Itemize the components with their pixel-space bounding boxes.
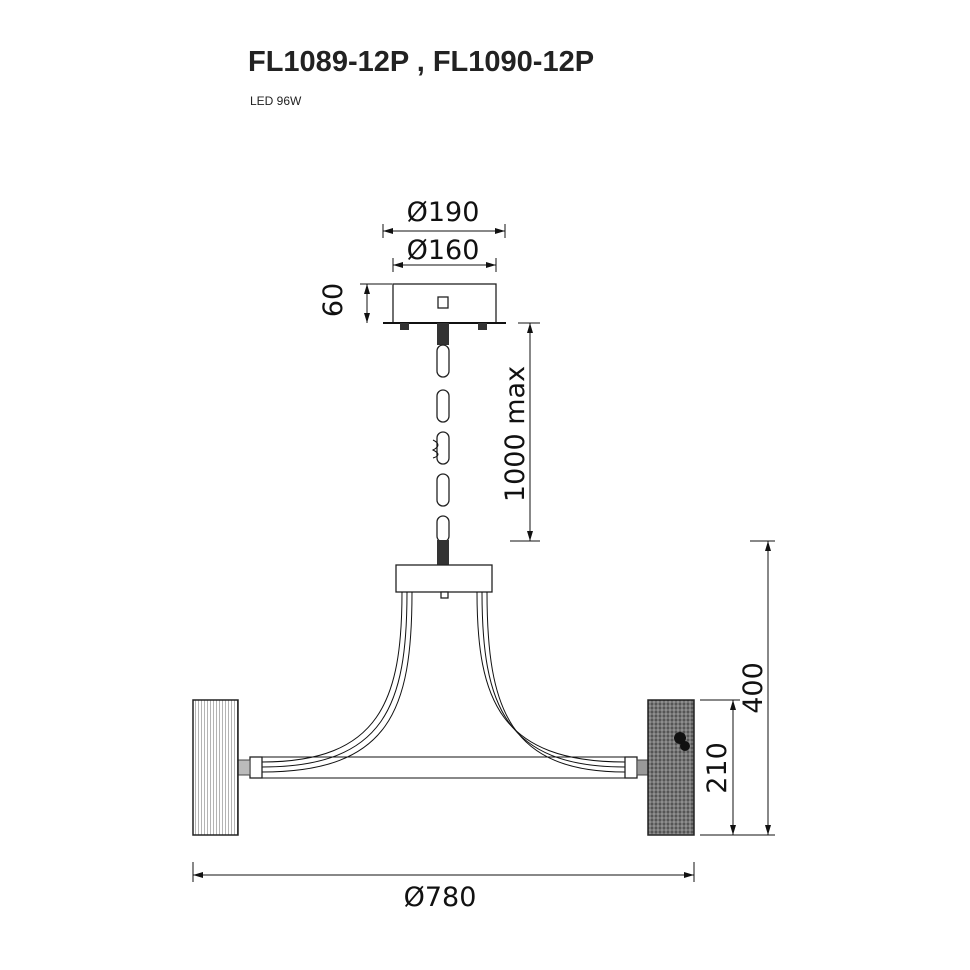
dim-total-width: Ø780 [192,862,695,913]
svg-text:Ø190: Ø190 [407,197,480,228]
horizontal-bar [237,756,649,779]
svg-text:Ø160: Ø160 [407,235,480,266]
dim-total-height: 400 [700,540,775,836]
dim-canopy-height: 60 [318,283,392,323]
power-spec: LED 96W [250,94,302,108]
svg-text:400: 400 [738,662,769,714]
lamp-hub [395,564,493,599]
svg-text:210: 210 [702,742,733,794]
suspension-chain [431,323,450,565]
svg-text:60: 60 [318,283,349,317]
lamp-arms [261,591,626,773]
product-title: FL1089-12P , FL1090-12P [248,46,595,78]
dim-chain-length: 1000 max [500,322,540,542]
svg-text:Ø780: Ø780 [404,882,477,913]
dim-canopy-outer: Ø190 [382,197,506,238]
dim-canopy-inner: Ø160 [392,235,497,272]
dim-shade-height: 210 [700,699,740,835]
svg-text:1000 max: 1000 max [500,366,531,502]
right-wood-shade [647,699,695,836]
left-wood-shade [192,699,239,836]
